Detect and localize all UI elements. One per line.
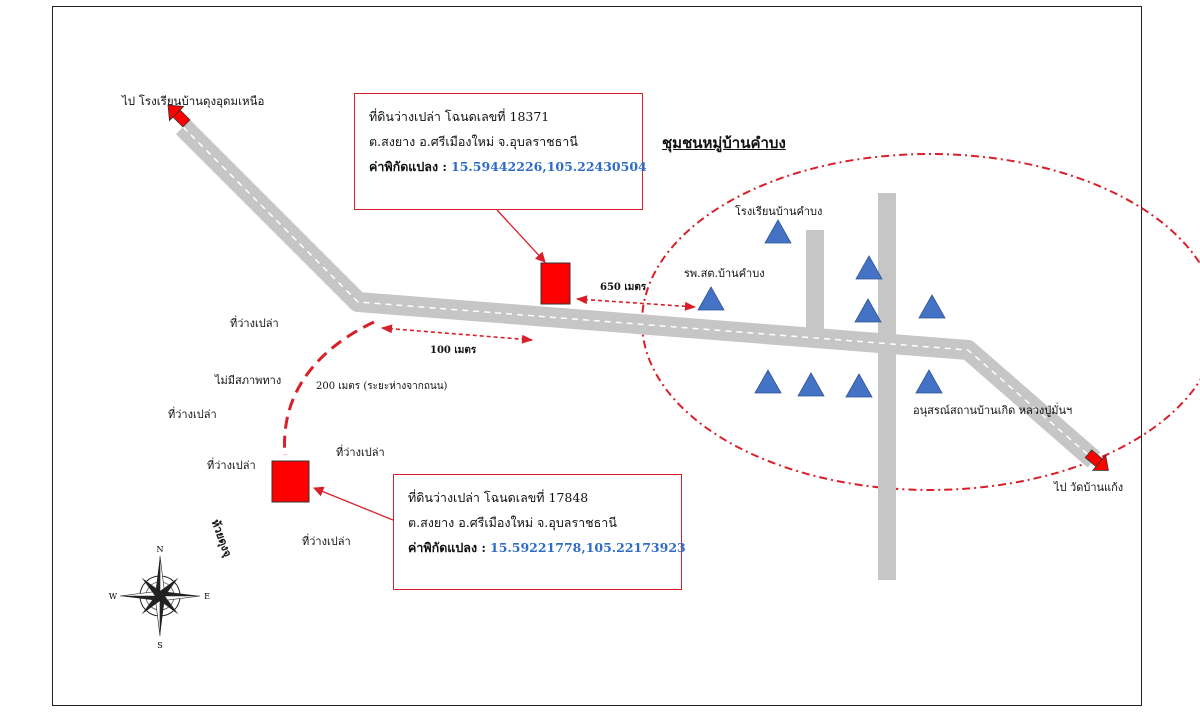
blue-triangle-icon [855,255,883,280]
label-distance-100: 100 เมตร [430,345,477,356]
label-to-north-school: ไป โรงเรียนบ้านดุงอุดมเหนือ [122,94,265,108]
blue-triangle-icon [697,286,725,311]
coord-label: ค่าพิกัดแปลง : [369,159,448,174]
blue-triangle-icon [845,373,873,398]
map-title: ชุมชนหมู่บ้านคำบง [662,134,786,152]
compass-s: S [157,641,162,650]
blue-triangle-icon [764,219,792,244]
parcel-info-box-south: ที่ดินว่างเปล่า โฉนดเลขที่ 17848 ต.สงยาง… [393,474,686,590]
red-square-icon [540,262,571,305]
blue-triangle-icon [918,294,946,319]
label-vacant: ที่ว่างเปล่า [207,459,256,472]
parcel-south-line1: ที่ดินว่างเปล่า โฉนดเลขที่ 17848 [408,490,589,505]
distance-650 [575,295,697,311]
label-vacant: ที่ว่างเปล่า [302,535,351,548]
label-vacant: ที่ว่างเปล่า [168,408,217,421]
parcel-north-coords: ค่าพิกัดแปลง : 15.59442226,105.22430504 [369,154,647,179]
community-boundary [641,153,1200,491]
parcel-south-coords: ค่าพิกัดแปลง : 15.59221778,105.22173923 [408,535,686,560]
village-roads [806,193,896,580]
compass-n: N [157,545,164,554]
label-no-road: ไม่มีสภาพทาง [215,374,282,387]
map-frame [52,6,1142,706]
blue-triangle-icon [754,369,782,394]
callout-line-south [313,486,394,521]
distance-200-path [283,320,375,456]
coord-value: 15.59221778,105.22173923 [490,540,686,555]
parcel-north-line1: ที่ดินว่างเปล่า โฉนดเลขที่ 18371 [369,109,550,124]
parcel-info-box-north: ที่ดินว่างเปล่า โฉนดเลขที่ 18371 ต.สงยาง… [354,93,647,210]
compass-w: W [109,592,118,601]
red-square-icon [271,460,310,503]
blue-triangle-icon [797,372,825,397]
label-school: โรงเรียนบ้านคำบง [735,205,823,218]
red-arrow-icon [167,104,191,128]
label-to-temple: ไป วัดบ้านแก้ง [1054,481,1124,494]
label-distance-200: 200 เมตร (ระยะห่างจากถนน) [316,381,448,392]
parcel-north-line2: ต.สงยาง อ.ศรีเมืองใหม่ จ.อุบลราชธานี [369,134,578,149]
callout-line-north [496,209,546,263]
label-distance-650: 650 เมตร [600,282,647,293]
blue-triangle-icon [915,369,943,394]
blue-triangle-icon [854,298,882,323]
red-arrow-icon [1084,449,1109,471]
compass-e: E [204,592,210,601]
buildings [697,219,946,398]
coord-label: ค่าพิกัดแปลง : [408,540,487,555]
parcel-south-line2: ต.สงยาง อ.ศรีเมืองใหม่ จ.อุบลราชธานี [408,515,617,530]
main-road [175,119,1101,468]
distance-100 [380,324,534,344]
label-vacant: ที่ว่างเปล่า [230,317,279,330]
label-vacant: ที่ว่างเปล่า [336,446,385,459]
compass-rose-icon: N S E W [109,545,210,650]
label-health-center: รพ.สต.บ้านคำบง [684,267,765,280]
label-monument: อนุสรณ์สถานบ้านเกิด หลวงปู่มั่นฯ [913,404,1073,417]
coord-value: 15.59442226,105.22430504 [451,159,647,174]
